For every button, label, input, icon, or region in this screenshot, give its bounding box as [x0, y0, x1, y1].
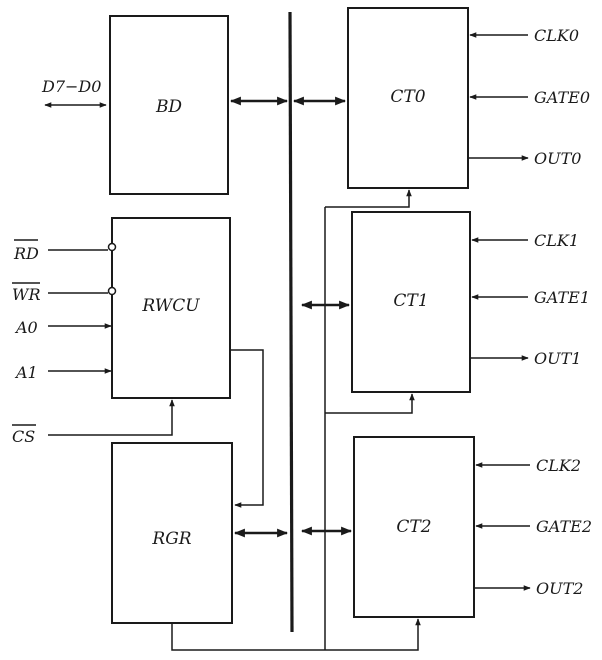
clk2-label: CLK2 [536, 456, 581, 475]
rd-label: RD [13, 244, 39, 263]
a0-label: A0 [14, 318, 38, 337]
block-ct2-label: CT2 [396, 517, 431, 537]
block-bd [109, 15, 229, 195]
block-ct0 [347, 7, 469, 189]
a1-label: A1 [14, 363, 38, 382]
block-rgr [111, 442, 233, 624]
block-ct1 [351, 211, 471, 393]
ct0-control-arrow [325, 189, 412, 208]
internal-bus-line [288, 11, 294, 633]
block-ct1-label: CT1 [393, 291, 428, 311]
wr-inversion-bubble [107, 286, 117, 296]
block-ct2 [353, 436, 475, 618]
cs-arrow [48, 399, 175, 436]
out0-label: OUT0 [534, 149, 581, 168]
gate1-label: GATE1 [534, 288, 590, 307]
cs-label: CS [12, 427, 35, 446]
block-rgr-label: RGR [151, 529, 191, 549]
wr-label: WR [12, 285, 41, 304]
clk0-label: CLK0 [534, 26, 579, 45]
out1-label: OUT1 [534, 349, 581, 368]
rgr-ct2-control-arrow [171, 618, 421, 651]
gate0-label: GATE0 [534, 88, 590, 107]
data-bus-label: D7−D0 [41, 77, 101, 96]
clk1-label: CLK1 [534, 231, 579, 250]
block-rwcu [111, 217, 231, 399]
ct1-control-arrow [325, 393, 415, 414]
out2-label: OUT2 [536, 579, 583, 598]
rwcu-rgr-control-arrow [230, 349, 264, 508]
gate2-label: GATE2 [536, 517, 592, 536]
block-rwcu-label: RWCU [141, 296, 200, 316]
rd-inversion-bubble [107, 242, 117, 252]
block-ct0-label: CT0 [390, 87, 425, 107]
block-bd-label: BD [155, 97, 182, 117]
